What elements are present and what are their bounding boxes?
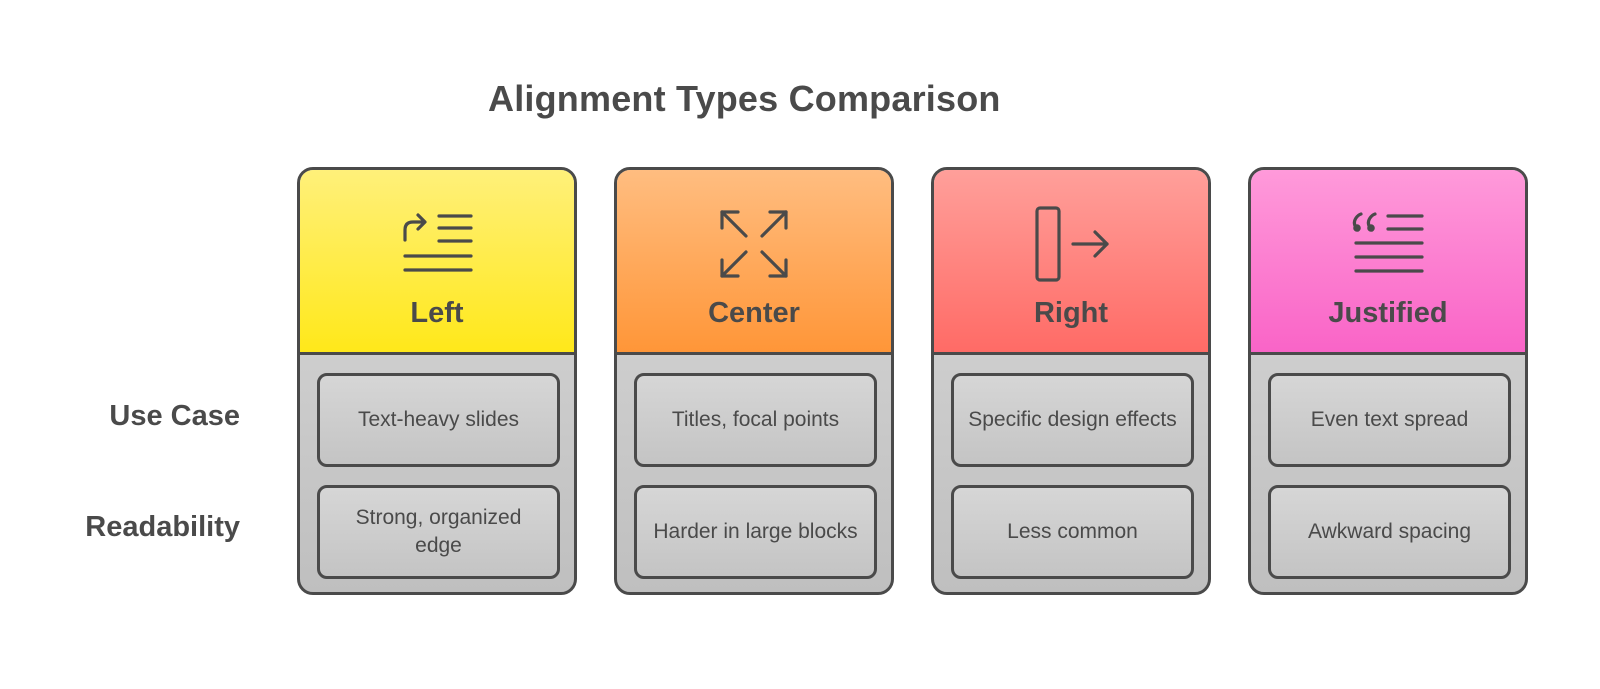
- diagram-title: Alignment Types Comparison: [488, 78, 1001, 119]
- use-case-cell: Specific design effects: [951, 373, 1194, 467]
- expand-arrows-icon: [714, 204, 794, 284]
- card-right: Right Specific design effects Less commo…: [931, 167, 1211, 595]
- use-case-text: Even text spread: [1310, 408, 1469, 431]
- card-title: Justified: [1328, 297, 1448, 329]
- card-title: Center: [708, 297, 800, 329]
- readability-cell: Harder in large blocks: [634, 485, 877, 579]
- card-header: Center: [617, 170, 891, 355]
- quote-lines-icon: [1348, 204, 1428, 284]
- readability-text: Harder in large blocks: [653, 520, 858, 543]
- card-justified: Justified Even text spread Awkward spaci…: [1248, 167, 1528, 595]
- row-label-use-case: Use Case: [109, 400, 240, 432]
- bar-right-arrow-icon: [1031, 204, 1111, 284]
- readability-cell: Less common: [951, 485, 1194, 579]
- card-title: Right: [1033, 297, 1109, 329]
- readability-text: Awkward spacing: [1307, 520, 1472, 543]
- use-case-text: Specific design effects: [968, 408, 1177, 431]
- readability-text: Strong, organized edge: [355, 506, 522, 557]
- readability-cell: Awkward spacing: [1268, 485, 1511, 579]
- card-header: Right: [934, 170, 1208, 355]
- use-case-text: Text-heavy slides: [357, 408, 520, 431]
- use-case-cell: Even text spread: [1268, 373, 1511, 467]
- card-header: Justified: [1251, 170, 1525, 355]
- text-left-arrow-icon: [397, 204, 477, 284]
- use-case-cell: Text-heavy slides: [317, 373, 560, 467]
- use-case-text: Titles, focal points: [671, 408, 840, 431]
- card-header: Left: [300, 170, 574, 355]
- card-title: Left: [410, 297, 464, 329]
- row-label-readability: Readability: [85, 511, 240, 543]
- readability-text: Less common: [1007, 520, 1138, 543]
- readability-cell: Strong, organized edge: [317, 485, 560, 579]
- card-center: Center Titles, focal points Harder in la…: [614, 167, 894, 595]
- use-case-cell: Titles, focal points: [634, 373, 877, 467]
- card-left: Left Text-heavy slides Strong, organized…: [297, 167, 577, 595]
